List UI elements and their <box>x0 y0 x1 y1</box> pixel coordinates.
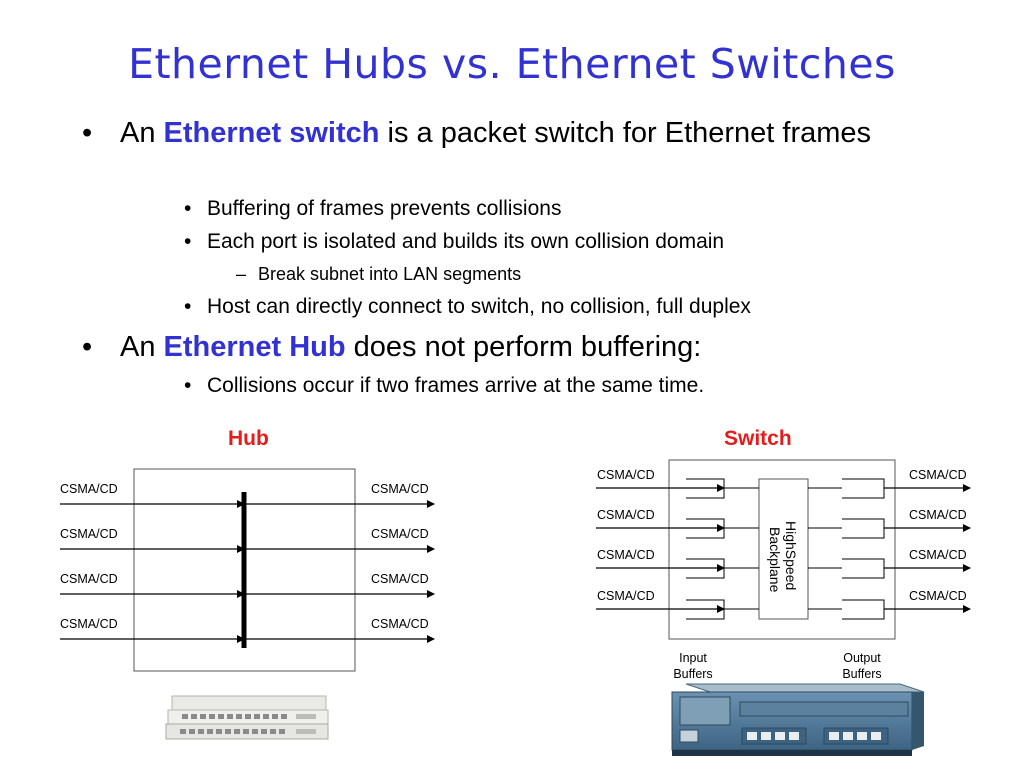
switch-port-row-4: CSMA/CD CSMA/CD <box>596 589 971 620</box>
bullet-glyph: • <box>184 230 192 253</box>
sub-bullet-buffering: • Buffering of frames prevents collision… <box>184 196 562 222</box>
port-label: CSMA/CD <box>597 548 655 562</box>
bullet-text-post: does not perform buffering: <box>345 331 702 363</box>
input-buffers-label-line2: Buffers <box>673 667 712 681</box>
sub-bullet-text: Buffering of frames prevents collisions <box>207 197 562 220</box>
bullet-ethernet-switch: • An Ethernet switch is a packet switch … <box>82 116 920 150</box>
keyword-ethernet-hub: Ethernet Hub <box>163 331 346 363</box>
port-label: CSMA/CD <box>60 527 118 541</box>
port-label: CSMA/CD <box>60 572 118 586</box>
slide-title: Ethernet Hubs vs. Ethernet Switches <box>128 40 896 88</box>
dash-glyph: – <box>236 264 247 284</box>
switch-port-row-3: CSMA/CD CSMA/CD <box>596 548 971 579</box>
backplane-label-line2: Backplane <box>767 527 783 593</box>
port-label: CSMA/CD <box>371 617 429 631</box>
port-label: CSMA/CD <box>597 468 655 482</box>
bullet-text-post: is a packet switch for Ethernet frames <box>379 117 872 149</box>
bullet-ethernet-hub: • An Ethernet Hub does not perform buffe… <box>82 330 920 364</box>
port-label: CSMA/CD <box>597 589 655 603</box>
hub-port-row-4: CSMA/CD CSMA/CD <box>60 617 435 643</box>
switch-diagram: HighSpeed Backplane CSMA/CD CSMA/CD CSMA… <box>596 459 971 681</box>
keyword-ethernet-switch: Ethernet switch <box>163 117 380 149</box>
bullet-glyph: • <box>184 197 192 220</box>
hub-unit <box>171 695 327 711</box>
output-buffers-label-line2: Buffers <box>842 667 881 681</box>
switch-device-image <box>671 683 925 756</box>
switch-port-row-1: CSMA/CD CSMA/CD <box>596 468 971 499</box>
sub-bullet-full-duplex: • Host can directly connect to switch, n… <box>184 294 751 320</box>
backplane-box <box>758 478 809 620</box>
port-label: CSMA/CD <box>597 508 655 522</box>
port-label: CSMA/CD <box>60 482 118 496</box>
switch-port-row-2: CSMA/CD CSMA/CD <box>596 508 971 539</box>
sub-bullet-collisions: • Collisions occur if two frames arrive … <box>184 373 705 399</box>
port-label: CSMA/CD <box>909 508 967 522</box>
hub-port-row-1: CSMA/CD CSMA/CD <box>60 482 435 508</box>
output-buffers-label-line1: Output <box>843 651 881 665</box>
hub-heading: Hub <box>228 427 269 450</box>
sub-bullet-text: Each port is isolated and builds its own… <box>207 230 725 253</box>
sub-bullet-text: Host can directly connect to switch, no … <box>207 295 751 318</box>
bullet-glyph: • <box>184 374 192 397</box>
backplane-label-line1: HighSpeed <box>783 521 799 590</box>
port-label: CSMA/CD <box>909 589 967 603</box>
port-label: CSMA/CD <box>371 482 429 496</box>
sub-bullet-isolated-port: • Each port is isolated and builds its o… <box>184 229 725 255</box>
port-label: CSMA/CD <box>371 527 429 541</box>
port-label: CSMA/CD <box>371 572 429 586</box>
hub-port-row-3: CSMA/CD CSMA/CD <box>60 572 435 598</box>
port-label: CSMA/CD <box>60 617 118 631</box>
input-buffers-label-line1: Input <box>679 651 707 665</box>
bullet-glyph: • <box>82 117 93 149</box>
port-label: CSMA/CD <box>909 468 967 482</box>
hub-port-row-2: CSMA/CD CSMA/CD <box>60 527 435 553</box>
sub-sub-bullet-text: Break subnet into LAN segments <box>258 264 522 284</box>
bullet-glyph: • <box>184 295 192 318</box>
hub-diagram: CSMA/CD CSMA/CD CSMA/CD CSMA/CD CSMA/CD … <box>60 468 435 672</box>
sub-sub-bullet-segments: – Break subnet into LAN segments <box>236 263 522 285</box>
hub-device-image <box>165 695 329 740</box>
bullet-glyph: • <box>82 331 93 363</box>
bullet-text-pre: An <box>120 117 164 149</box>
sub-bullet-text: Collisions occur if two frames arrive at… <box>207 374 705 397</box>
switch-heading: Switch <box>724 427 792 450</box>
bullet-text-pre: An <box>120 331 164 363</box>
port-label: CSMA/CD <box>909 548 967 562</box>
